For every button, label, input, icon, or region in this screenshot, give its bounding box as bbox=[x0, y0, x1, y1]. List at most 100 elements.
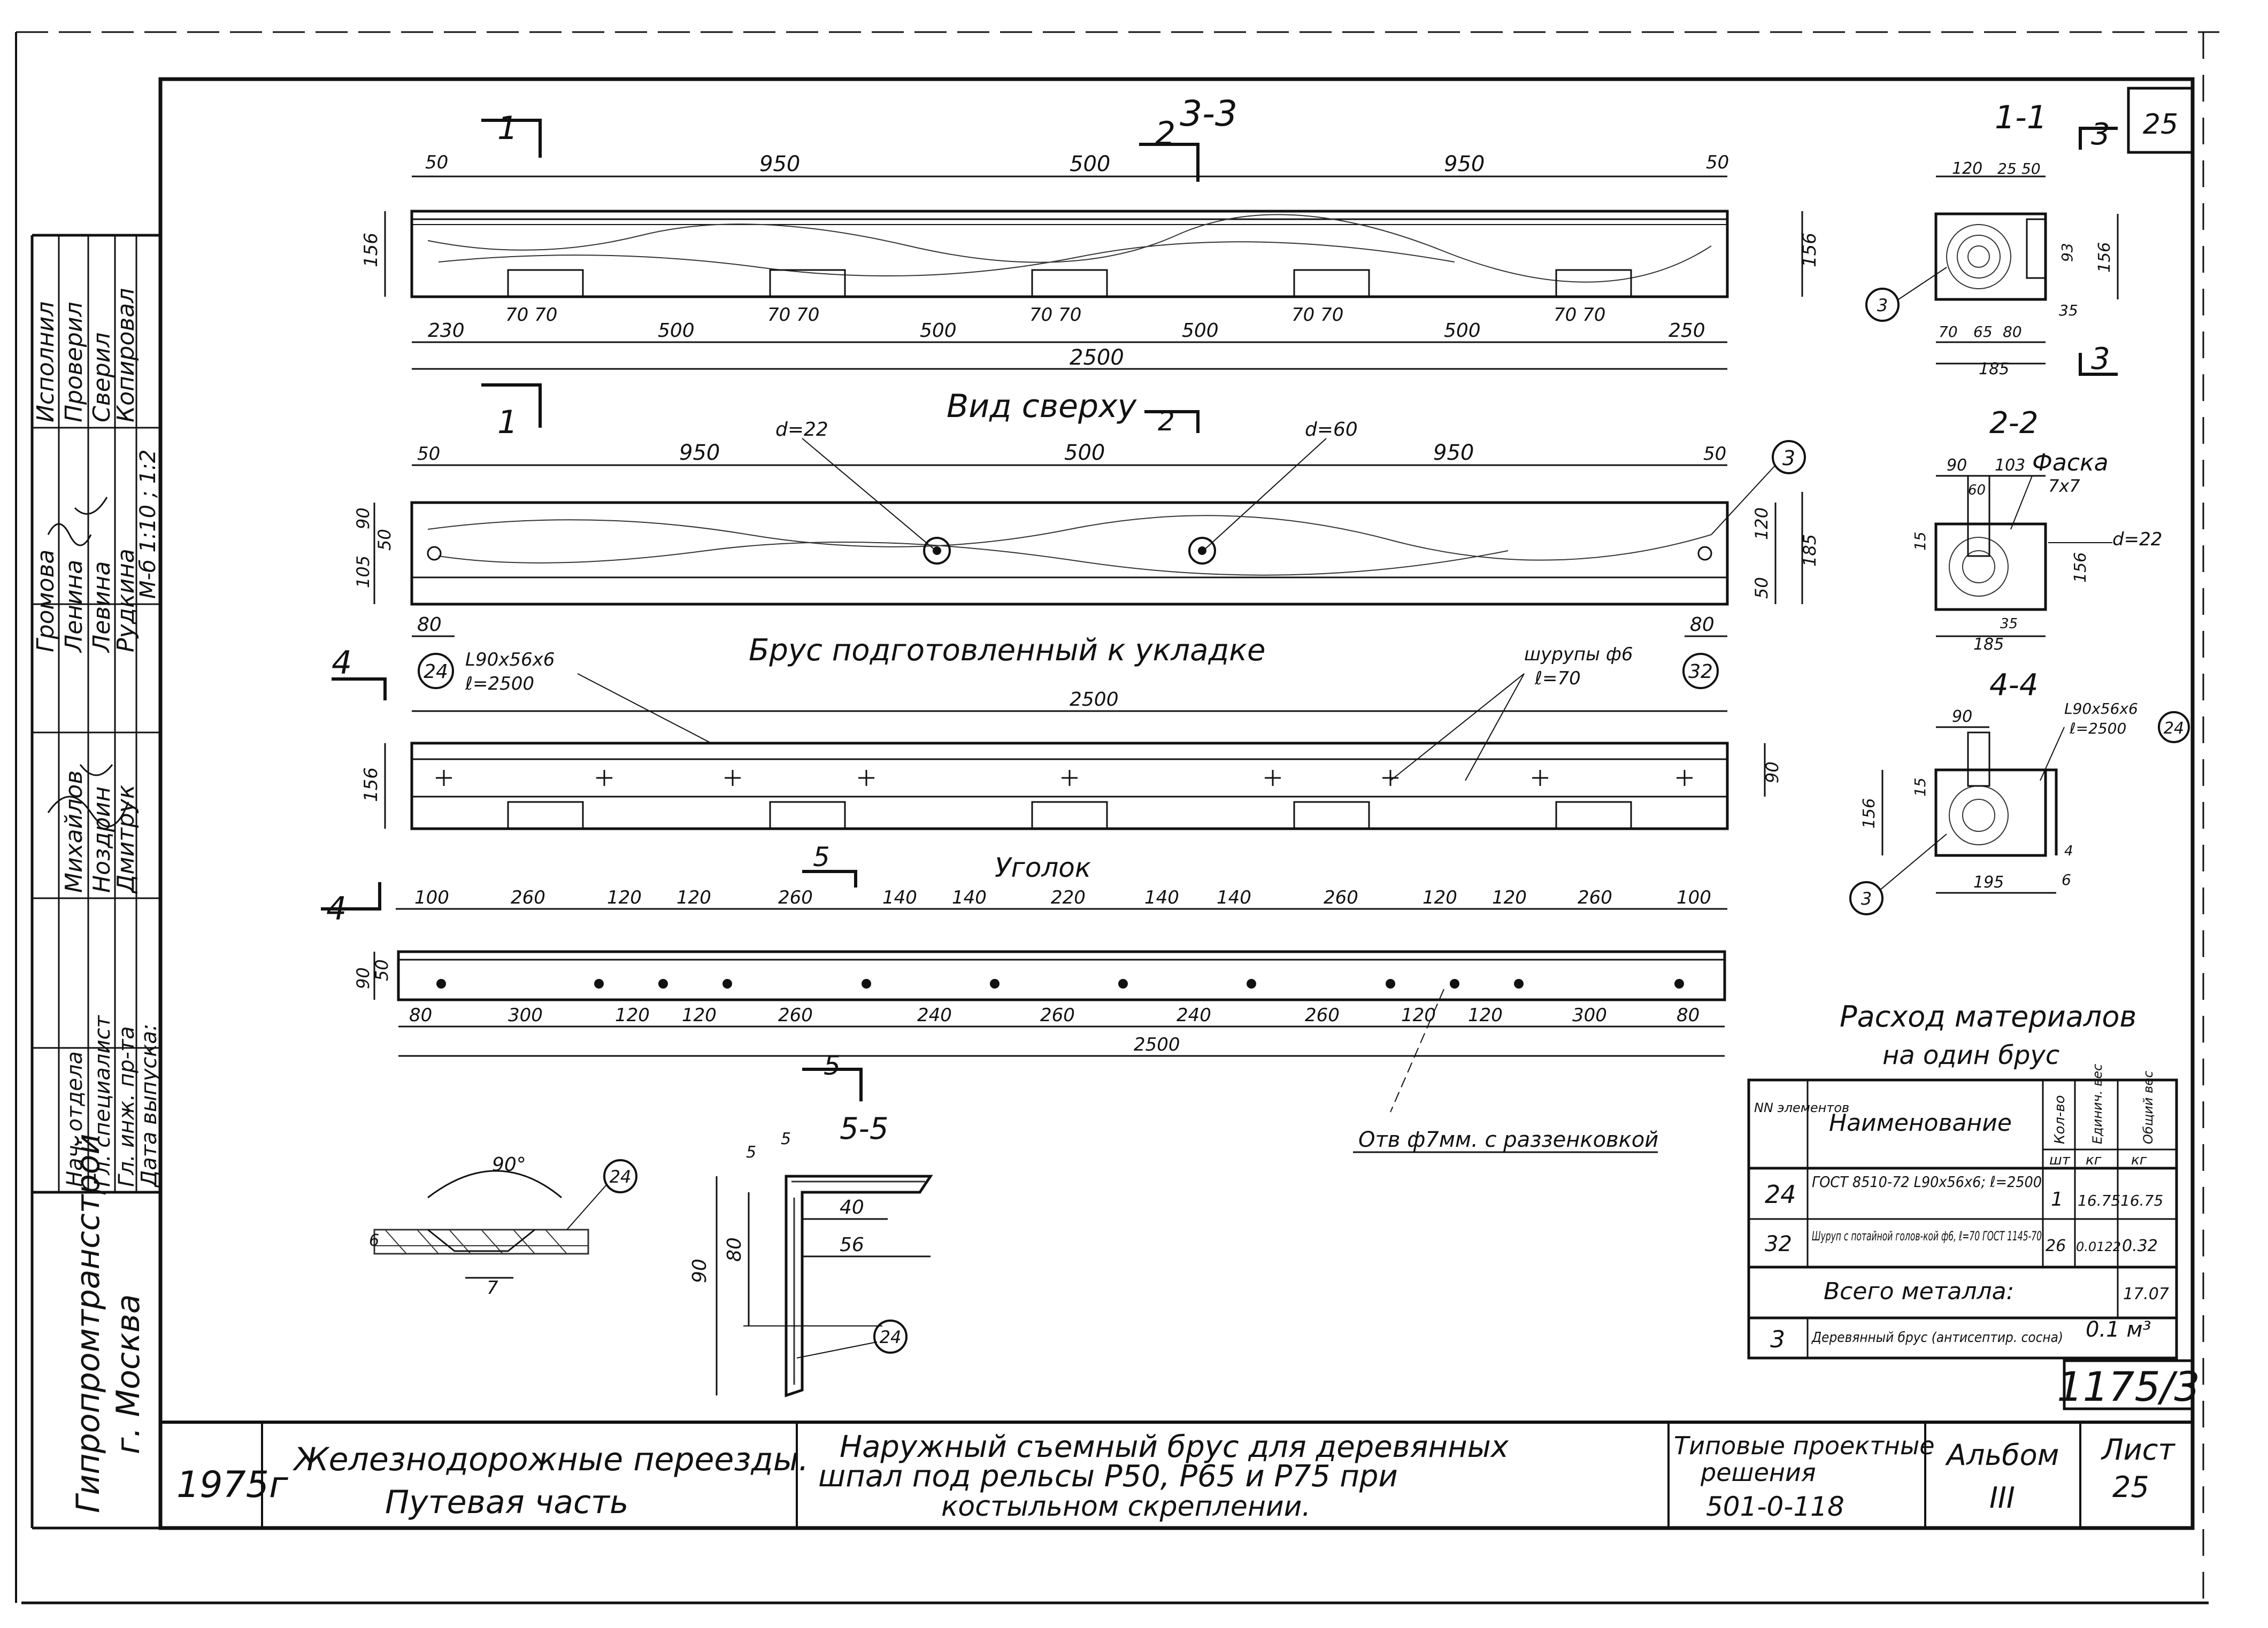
dim-angle-top: 140 bbox=[1144, 887, 1179, 908]
dim-s11-50: 50 bbox=[2021, 160, 2041, 178]
dim-angle-50: 50 bbox=[372, 959, 392, 981]
dim-v185: 185 bbox=[1800, 534, 1820, 567]
dim-angle-top: 220 bbox=[1051, 887, 1086, 908]
dim-bot-230: 230 bbox=[428, 320, 465, 342]
dim-v-50b: 50 bbox=[1703, 443, 1726, 465]
dim-angle-top: 260 bbox=[778, 887, 813, 908]
tb-sheet-label: Лист bbox=[2101, 1433, 2175, 1467]
angle-view: Уголок 5 4 100 260 120 120 260 140 140 2… bbox=[321, 842, 1727, 1153]
hole-d22-center bbox=[933, 546, 941, 555]
dim-angle-bot: 240 bbox=[917, 1005, 952, 1026]
mat-wood-no: 3 bbox=[1770, 1326, 1785, 1353]
label-d22: d=22 bbox=[775, 419, 828, 441]
sleeper-block bbox=[1555, 269, 1632, 298]
dim-angle-bot: 260 bbox=[778, 1005, 813, 1026]
label-cut-3-b: 3 bbox=[2091, 342, 2110, 376]
dim-angle-top: 120 bbox=[1423, 887, 1457, 908]
sidebar-scale: М-б 1:10 ; 1:2 bbox=[136, 450, 160, 599]
dim-v120: 120 bbox=[1751, 507, 1772, 540]
sleeper-block bbox=[1555, 801, 1632, 830]
dim-v90: 90 bbox=[353, 507, 373, 529]
callout-24-55 bbox=[873, 1320, 908, 1354]
dim-v-500: 500 bbox=[1064, 441, 1105, 465]
section-4-4: 4-4 L90x56x6 ℓ=2500 24 90 15 156 195 6 4… bbox=[1849, 668, 2190, 915]
dim-top-950: 950 bbox=[759, 152, 800, 176]
sidebar-name-a-1: Ноздрин bbox=[88, 786, 116, 893]
dim-angle-top: 260 bbox=[511, 887, 545, 908]
label-hole-note: Отв ф7мм. с раззенковкой bbox=[1358, 1128, 1658, 1152]
wood-grain bbox=[427, 214, 1712, 283]
dim-s55-90: 90 bbox=[689, 1259, 711, 1283]
mat-total-label: Всего металла: bbox=[1824, 1278, 2014, 1305]
dim-v105: 105 bbox=[353, 555, 373, 588]
dim-s44-195: 195 bbox=[1973, 873, 2004, 892]
dim-angle-bot: 260 bbox=[1305, 1005, 1340, 1026]
cut-marker-3-bottom bbox=[2079, 353, 2118, 376]
sidebar-role-b-1: Проверил bbox=[60, 302, 88, 422]
dim-pair: 70 70 bbox=[505, 304, 557, 326]
wood-grain bbox=[427, 515, 1712, 576]
signature-scribble bbox=[47, 497, 108, 546]
dim-angle-90: 90 bbox=[353, 967, 373, 989]
mat-row-unitw: 16.75 bbox=[2078, 1192, 2120, 1209]
tb-typ-1: Типовые проектные bbox=[1674, 1431, 1935, 1460]
tb-album-label: Альбом bbox=[1945, 1438, 2059, 1472]
label-section-44: 4-4 bbox=[1989, 668, 2038, 703]
callout-24 bbox=[418, 653, 454, 689]
mat-header-totalw: Общий вес bbox=[2141, 1071, 2156, 1144]
section-2-2: 2-2 Фаска 7x7 90 103 60 15 185 35 156 d=… bbox=[1911, 406, 2162, 654]
sleeper-block bbox=[507, 801, 584, 830]
label-s44-len: ℓ=2500 bbox=[2069, 720, 2126, 737]
callout-24-55-label: 24 bbox=[880, 1327, 902, 1347]
dim-weld-6: 6 bbox=[369, 1231, 379, 1250]
dim-angle-bot: 300 bbox=[508, 1005, 543, 1026]
mat-row-name: ГОСТ 8510-72 L90x56x6; ℓ=2500 bbox=[1812, 1173, 2042, 1191]
cut-marker-1-bottom bbox=[481, 383, 542, 428]
label-cut-2-b: 2 bbox=[1158, 406, 1175, 437]
dim-angle-top: 120 bbox=[1492, 887, 1527, 908]
dim-s22-60: 60 bbox=[1968, 482, 1986, 498]
label-view-top: Вид сверху bbox=[947, 388, 1137, 425]
dim-angle-bot: 120 bbox=[1401, 1005, 1436, 1026]
dim-angle-top: 140 bbox=[952, 887, 987, 908]
dim-v-50: 50 bbox=[417, 443, 440, 465]
dim-angle-bot: 120 bbox=[1468, 1005, 1503, 1026]
dim-bot-500c: 500 bbox=[1182, 320, 1219, 342]
label-cut-3: 3 bbox=[2091, 117, 2110, 152]
callout-32 bbox=[1682, 653, 1719, 689]
mat-wood-name: Деревянный брус (антисептир. сосна) bbox=[1811, 1330, 2063, 1346]
dim-angle-top: 260 bbox=[1578, 887, 1612, 908]
section-44-body bbox=[1934, 768, 2047, 857]
callout-3-s11 bbox=[1865, 288, 1900, 322]
label-angle: Уголок bbox=[995, 852, 1091, 883]
label-section-22: 2-2 bbox=[1989, 406, 2038, 441]
sidebar-role-b-0: Исполнил bbox=[32, 302, 59, 422]
hole-d60-center bbox=[1198, 546, 1206, 555]
sheet-number-box bbox=[2127, 87, 2194, 154]
sidebar-role-a-1: Гл. специалист bbox=[90, 1015, 115, 1187]
dim-angle-bot: 80 bbox=[409, 1005, 432, 1026]
sidebar-role-a-2: Гл. инж. пр-та bbox=[114, 1026, 139, 1187]
dim-top-500: 500 bbox=[1070, 152, 1110, 176]
sidebar-stamp: Исполнил Проверил Сверил Копировал Громо… bbox=[30, 234, 162, 1530]
tb-typ-code: 501-0-118 bbox=[1706, 1491, 1844, 1522]
dim-total-2500: 2500 bbox=[1070, 345, 1124, 370]
angle-body bbox=[397, 950, 1726, 1001]
label-cut-5: 5 bbox=[813, 842, 830, 873]
sidebar-name-a-2: Дмитрук bbox=[112, 784, 140, 894]
dim-pair: 70 70 bbox=[1554, 304, 1605, 326]
materials-title-2: на один брус bbox=[1882, 1040, 2059, 1070]
sleeper-block bbox=[769, 801, 846, 830]
sidebar-role-a-3: Дата выпуска: bbox=[137, 1024, 162, 1188]
sidebar-name-b-1: Ленина bbox=[60, 560, 88, 653]
sleeper-block bbox=[1293, 269, 1370, 298]
sidebar-role-b-2: Сверил bbox=[88, 333, 116, 422]
label-section-55: 5-5 bbox=[840, 1112, 888, 1146]
angle-top-dims: 100 260 120 120 260 140 140 220 140 140 … bbox=[414, 887, 1711, 908]
dim-weld-7: 7 bbox=[487, 1277, 498, 1299]
label-cut-2: 2 bbox=[1155, 115, 1175, 152]
dim-angle-top: 100 bbox=[414, 887, 449, 908]
label-s44-angle: L90x56x6 bbox=[2064, 700, 2138, 717]
label-cut-1: 1 bbox=[497, 110, 518, 147]
